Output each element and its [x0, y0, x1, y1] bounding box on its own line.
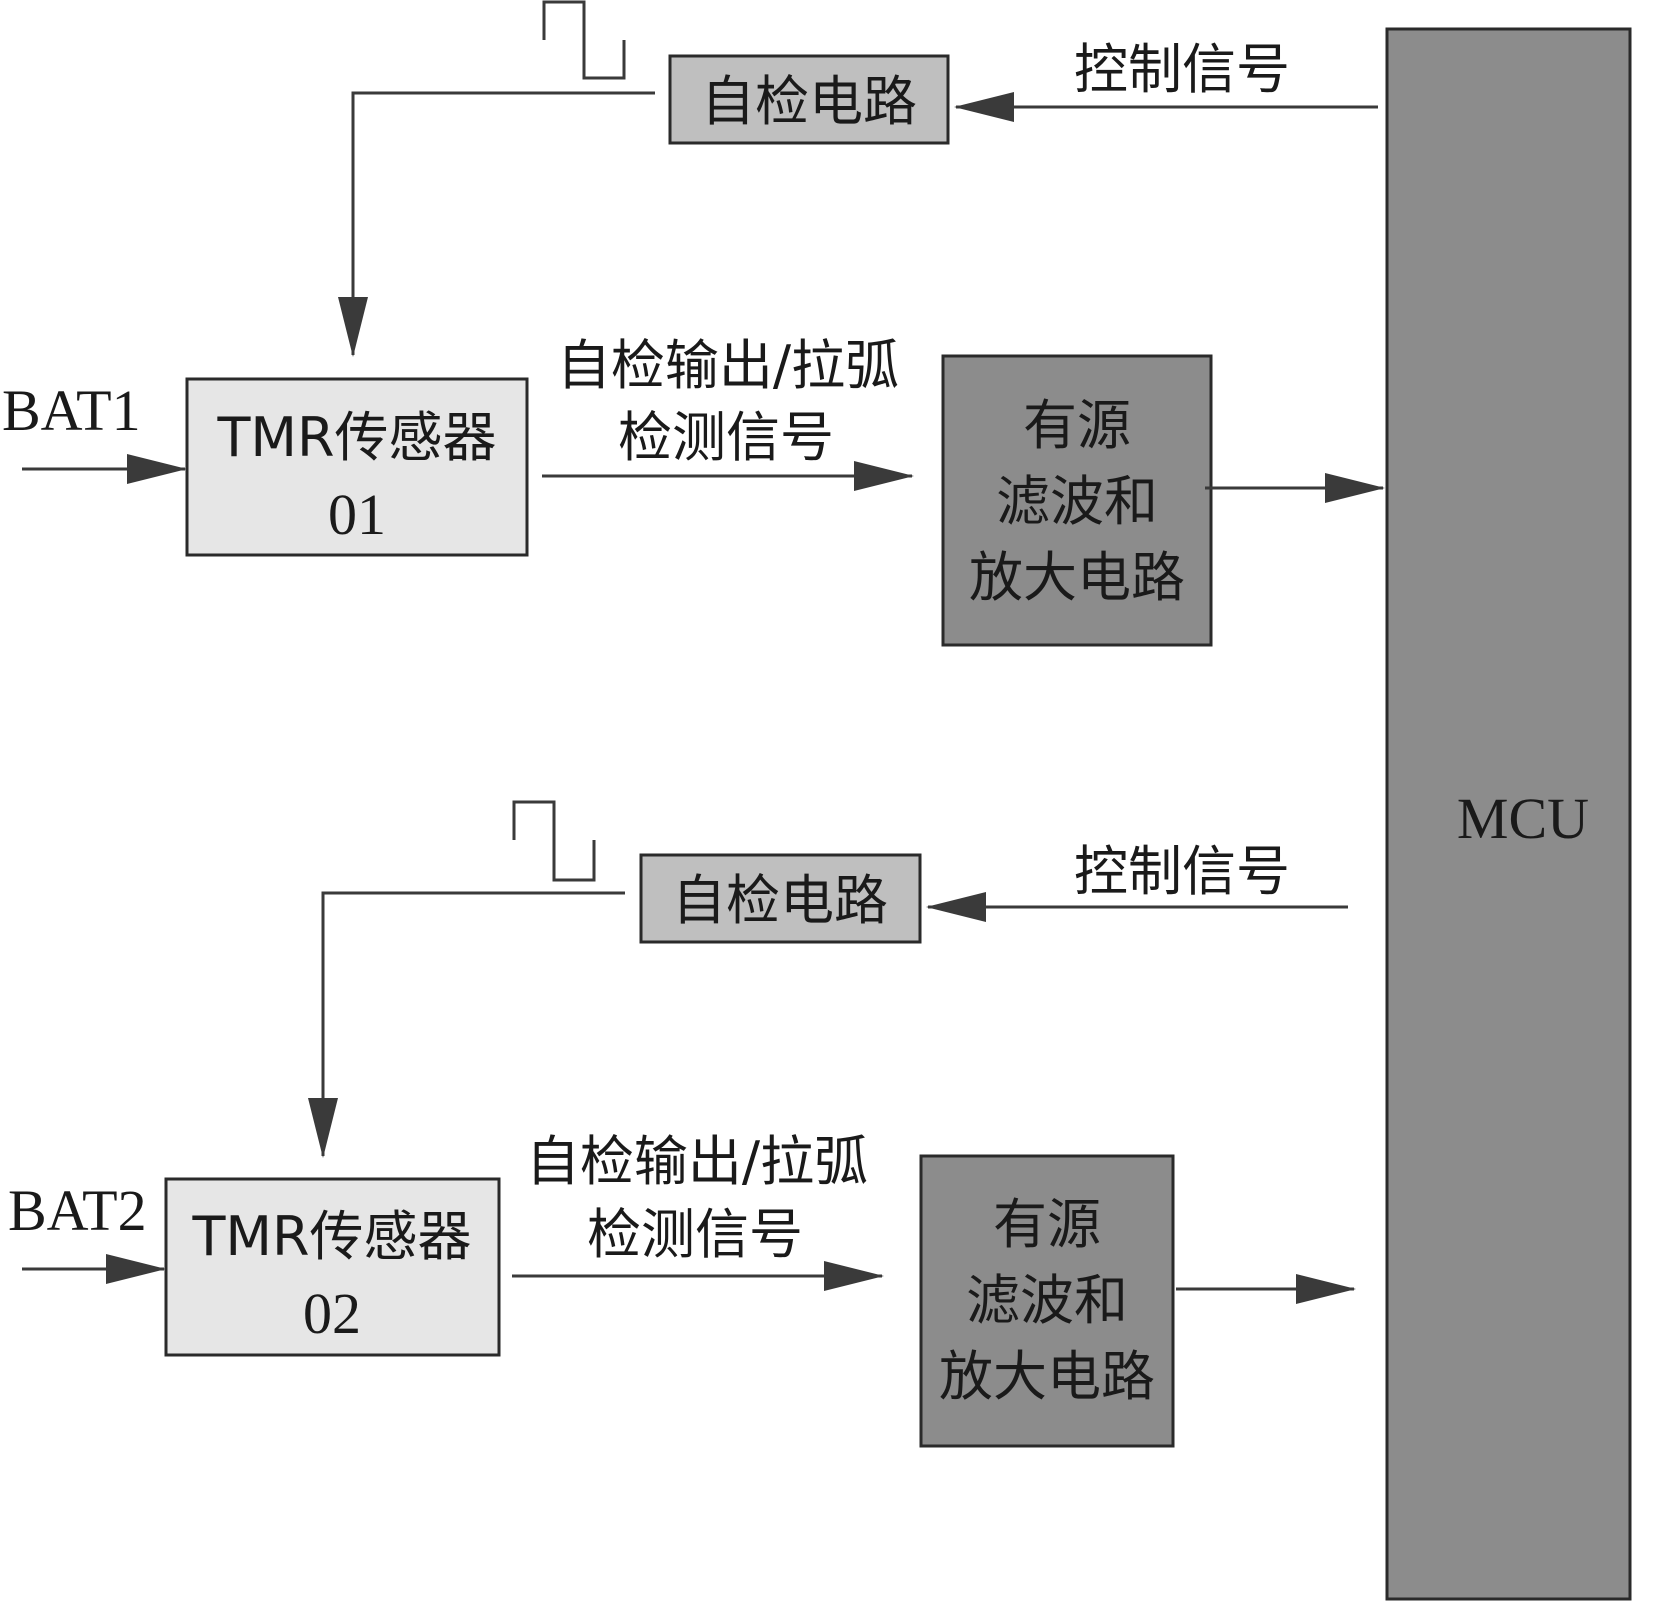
control-signal-label-1: 控制信号 — [1074, 38, 1290, 101]
filter-label-2c: 放大电路 — [939, 1345, 1155, 1408]
sensor-box-1 — [185, 377, 529, 557]
pulse-waveform-2 — [512, 800, 596, 882]
filter-box-1 — [941, 354, 1213, 647]
filter-label-2a: 有源 — [993, 1193, 1101, 1256]
mcu-box — [1385, 27, 1632, 1601]
filter-label-1c: 放大电路 — [969, 546, 1185, 609]
selfcheck-label-1: 自检电路 — [701, 70, 917, 133]
filter-label-1b: 滤波和 — [996, 470, 1158, 533]
input-label-1: BAT1 — [2, 378, 141, 443]
filter-label-1a: 有源 — [1023, 394, 1131, 457]
mcu-label: MCU — [1457, 786, 1589, 851]
sensor-label-2: TMR传感器 — [191, 1205, 471, 1268]
output-label-2b: 检测信号 — [587, 1203, 803, 1266]
sensor-number-1: 01 — [328, 482, 386, 547]
sensor-label-1: TMR传感器 — [216, 406, 496, 469]
selfcheck-box-2 — [639, 853, 922, 944]
selfcheck-label-2: 自检电路 — [672, 869, 888, 932]
filter-box-2 — [919, 1154, 1175, 1448]
channel-2: 控制信号 自检电路 TMR传感器 02 BAT2 自检输出/拉弧 检测信号 有源… — [8, 800, 1356, 1448]
output-label-2a: 自检输出/拉弧 — [526, 1130, 868, 1193]
output-label-1b: 检测信号 — [618, 406, 834, 469]
selfcheck-box-1 — [668, 54, 950, 145]
input-label-2: BAT2 — [8, 1178, 147, 1243]
selfcheck-to-sensor-arrow-1 — [338, 91, 655, 357]
output-label-1a: 自检输出/拉弧 — [557, 334, 899, 397]
filter-label-2b: 滤波和 — [966, 1269, 1128, 1332]
sensor-number-2: 02 — [303, 1281, 361, 1346]
pulse-waveform-1 — [542, 0, 626, 80]
control-signal-label-2: 控制信号 — [1074, 840, 1290, 903]
selfcheck-to-sensor-arrow-2 — [308, 891, 625, 1158]
channel-1: 控制信号 自检电路 TMR传感器 01 BAT1 自检输出/拉弧 检测信号 有源… — [2, 0, 1385, 647]
sensor-box-2 — [164, 1177, 501, 1357]
